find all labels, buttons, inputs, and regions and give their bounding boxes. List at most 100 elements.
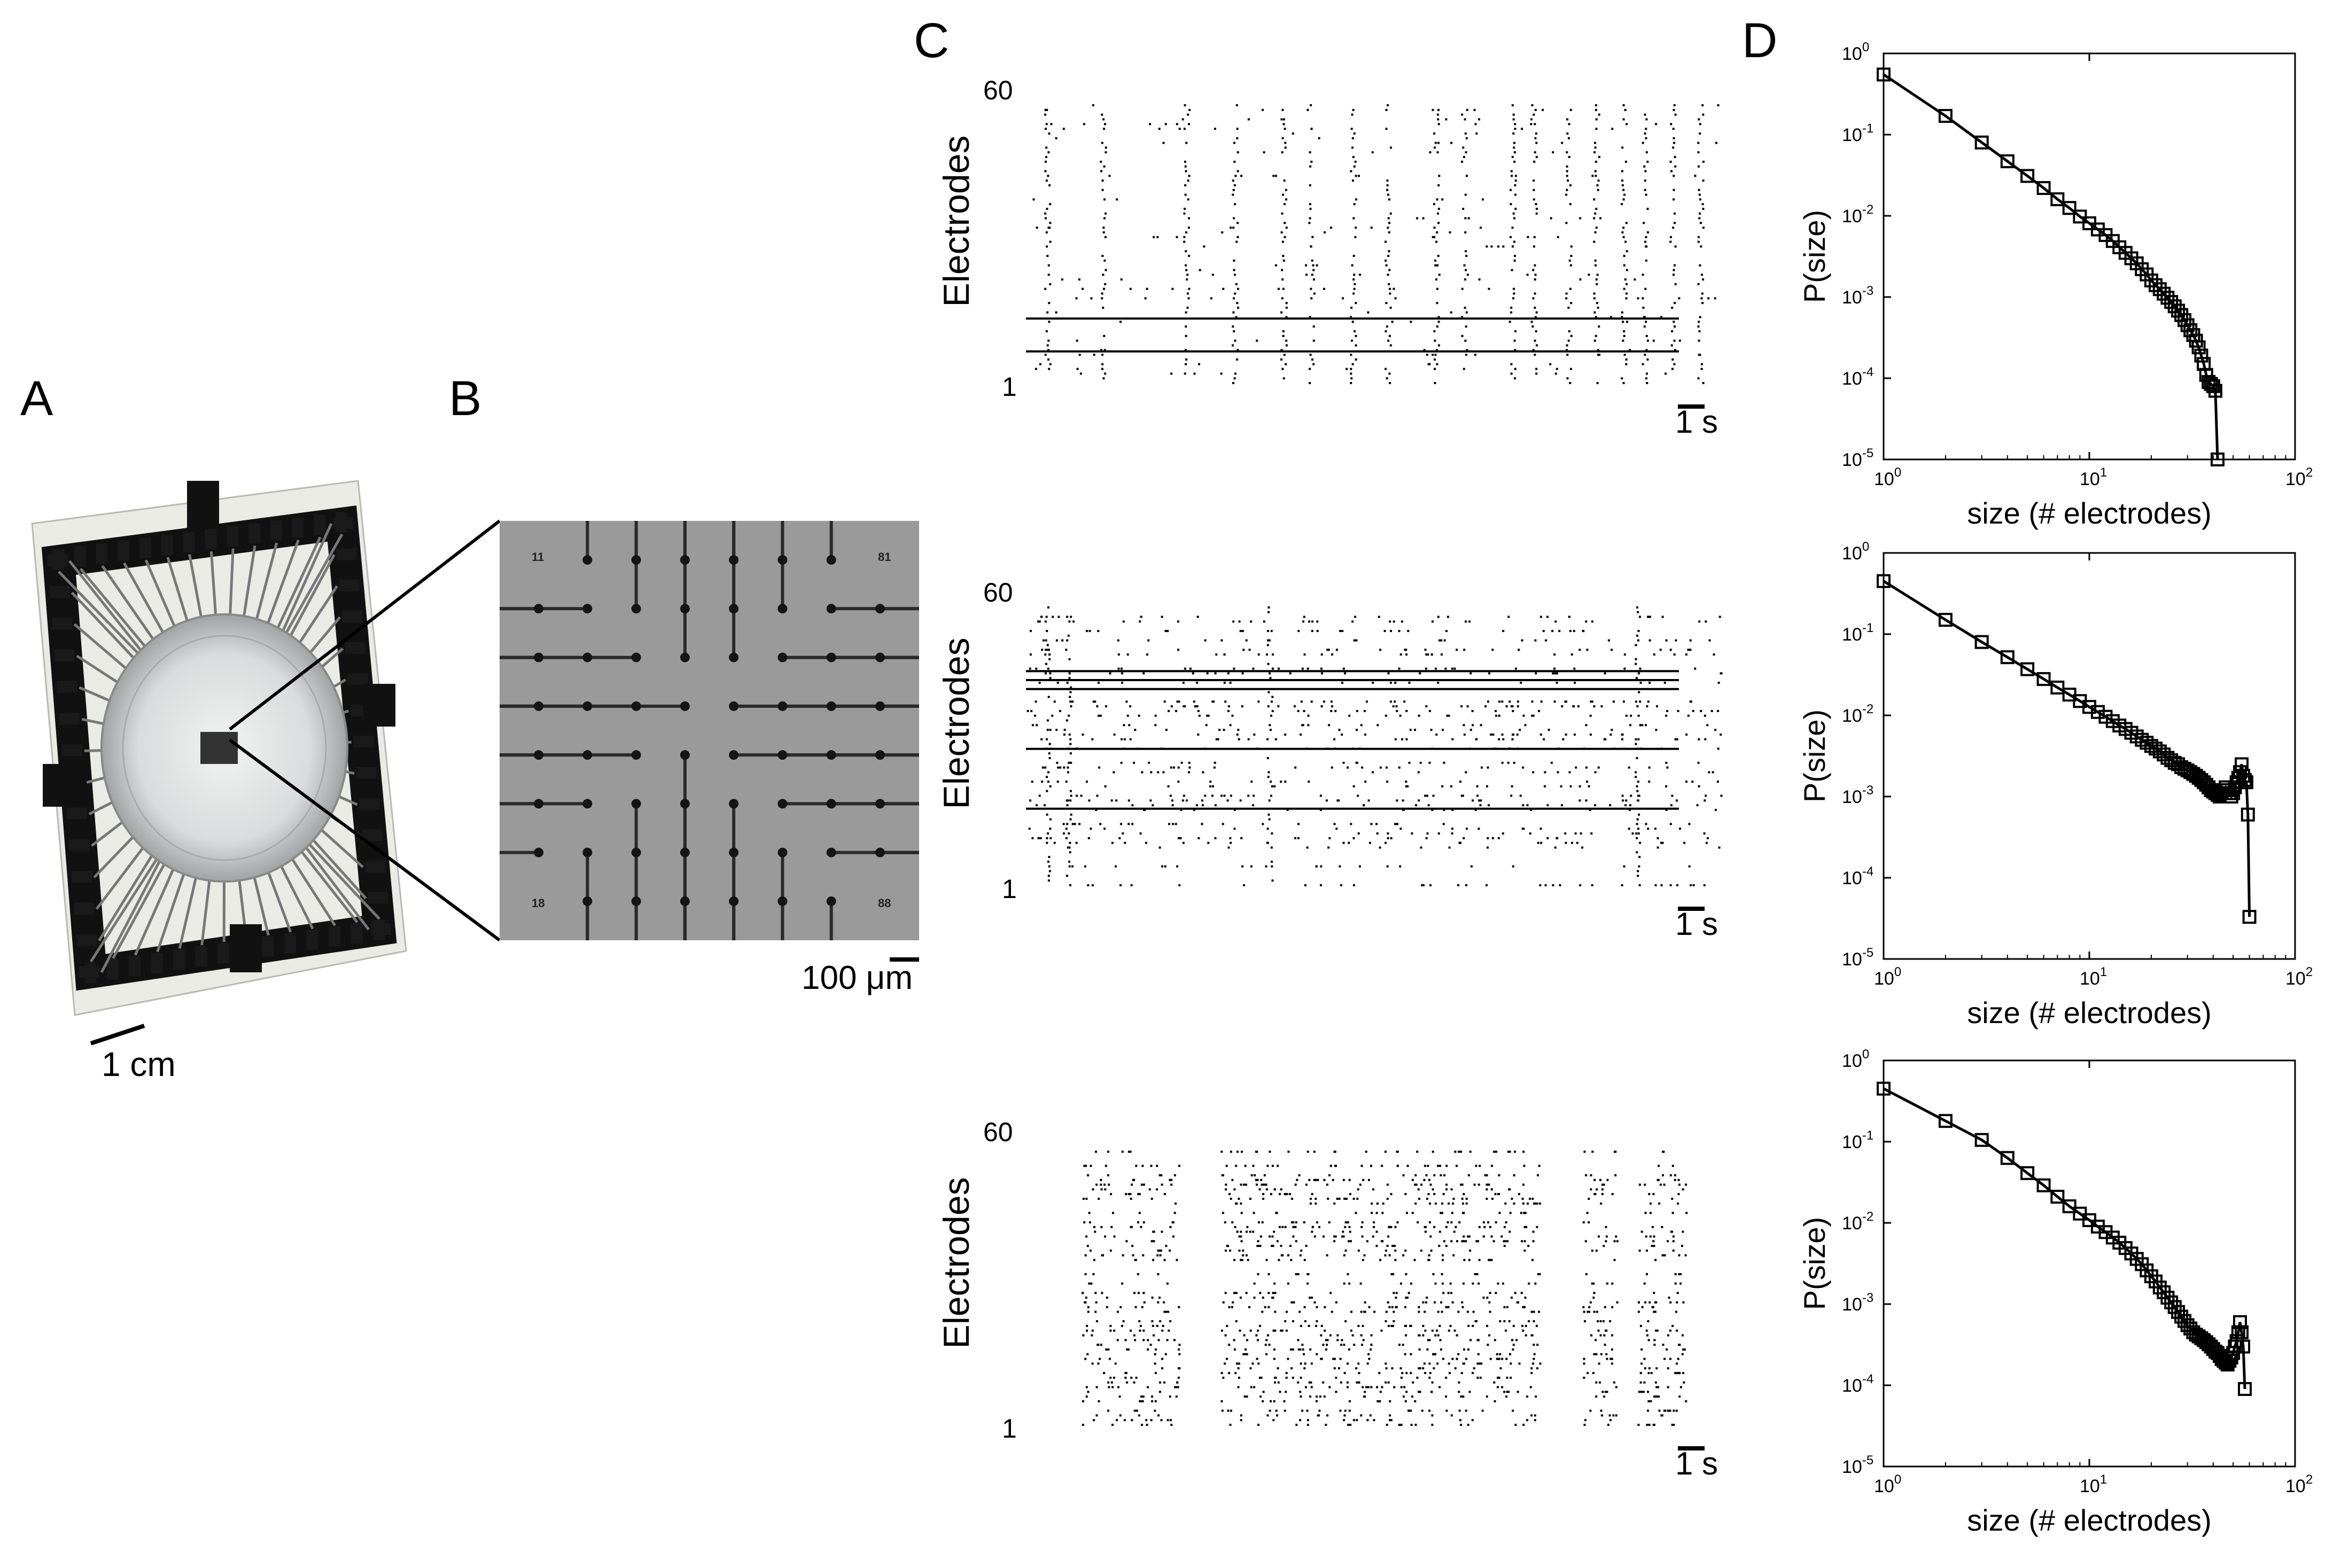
y-tick-label: 10-1 [1842,621,1873,645]
array-label-81: 81 [878,550,891,564]
panel-letter-c: C [914,13,950,68]
raster-ytick-top: 60 [983,1117,1013,1147]
y-axis-label: P(size) [1798,210,1831,303]
time-scale-label: 1 s [1675,1446,1718,1481]
array-label-18: 18 [532,896,545,910]
raster-ylabel: Electrodes [936,135,977,307]
data-point [2157,286,2171,301]
data-point [2238,773,2252,787]
y-tick-label: 10-1 [1842,121,1873,145]
data-point [2160,1290,2175,1305]
data-point [2208,384,2222,398]
data-point [2241,807,2255,822]
data-point [2233,1315,2247,1329]
y-axis-label: P(size) [1798,1217,1831,1310]
time-scale-label: 1 s [1675,404,1718,440]
x-tick-label: 101 [2080,965,2107,989]
x-axis-label: size (# electrodes) [1967,996,2212,1029]
panel-letter-d: D [1742,13,1778,68]
data-point [2036,181,2051,195]
data-point [2036,1178,2051,1192]
raster-ylabel: Electrodes [936,637,977,809]
y-tick-label: 10-3 [1842,284,1873,308]
data-point [2050,680,2065,695]
data-point [2149,278,2163,292]
array-label-88: 88 [878,896,891,910]
time-scale-bar [1678,907,1705,911]
data-point [1974,135,1989,150]
x-axis-label: size (# electrodes) [1967,1503,2212,1537]
x-tick-label: 100 [1874,965,1901,989]
data-point [1938,1114,1953,1128]
data-point [1974,1133,1989,1147]
data-point [2090,705,2105,719]
raster-ylabel: Electrodes [936,1177,977,1349]
distribution-line [1883,1087,2246,1390]
y-tick-label: 10-1 [1842,1128,1873,1152]
raster-spikes [1026,104,1720,384]
y-tick-label: 10-3 [1842,1291,1873,1315]
raster-ytick-bottom: 1 [1002,874,1017,904]
data-point [1974,635,1989,649]
data-point [2222,1354,2237,1368]
scale-label-a: 1 cm [102,1045,176,1083]
raster-ytick-bottom: 1 [1002,1414,1017,1444]
x-tick-label: 101 [2080,465,2107,489]
data-point [2050,192,2065,206]
time-scale-bar [1678,1446,1705,1450]
data-point [2062,201,2076,215]
data-point [2199,368,2213,382]
x-tick-label: 102 [2285,1472,2313,1496]
electrode-array-micrograph [500,521,919,940]
y-tick-label: 10-2 [1842,702,1873,726]
y-tick-label: 10-5 [1842,446,1873,470]
y-tick-label: 10-2 [1842,202,1873,227]
data-point [2152,282,2167,297]
y-tick-label: 10-5 [1842,1453,1873,1477]
distribution-line [1883,73,2219,460]
raster-ytick-bottom: 1 [1002,372,1017,402]
x-tick-label: 102 [2285,965,2313,989]
distribution-line [1883,580,2251,917]
time-scale-label: 1 s [1675,906,1718,942]
data-point [2020,1166,2035,1180]
y-tick-label: 100 [1842,40,1869,64]
y-axis-label: P(size) [1798,709,1831,802]
data-point [2210,453,2225,466]
data-point [2036,672,2051,687]
data-point [2000,154,2015,168]
data-point [2098,709,2113,724]
data-point [2144,273,2158,287]
x-tick-label: 100 [1874,465,1901,489]
panel-letter-a: A [20,371,53,426]
time-scale-bar [1678,404,1705,409]
data-point [2224,790,2238,803]
data-point [2160,291,2175,305]
mea-device-photo [31,480,407,1016]
data-point [2000,1151,2015,1165]
data-point [2242,910,2257,924]
y-tick-label: 10-4 [1842,864,1873,888]
data-point [2206,379,2220,393]
data-point [2062,1199,2076,1213]
data-point [1938,613,1953,627]
data-point [2000,650,2015,665]
raster-spikes [1082,1150,1688,1426]
y-tick-label: 10-2 [1842,1210,1873,1234]
array-label-11: 11 [532,550,545,564]
raster-ytick-top: 60 [983,75,1013,105]
data-point [2236,1339,2251,1354]
y-tick-label: 100 [1842,540,1869,564]
data-point [2235,1325,2249,1339]
data-point [1877,1081,1891,1096]
data-point [2050,1190,2065,1204]
y-tick-label: 10-4 [1842,365,1873,389]
scale-bar-b [890,957,919,962]
